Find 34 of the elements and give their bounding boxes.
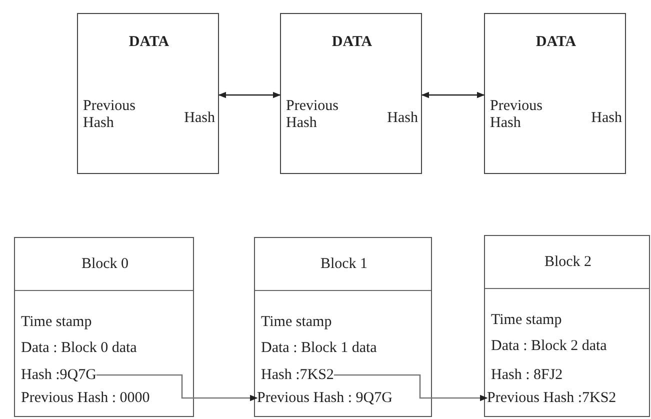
timestamp-field: Time stamp xyxy=(21,314,92,331)
previous-hash-label: Previous Hash xyxy=(490,98,544,132)
previous-hash-label: Previous Hash xyxy=(286,98,340,132)
previous-hash-label: Previous Hash xyxy=(83,98,136,132)
block-title: DATA xyxy=(128,34,170,51)
previous-hash-field: Previous Hash : 0000 xyxy=(21,389,150,407)
timestamp-field: Time stamp xyxy=(261,314,332,331)
block-box xyxy=(484,13,626,174)
block-title: DATA xyxy=(330,34,374,51)
hash-label: Hash xyxy=(183,110,215,127)
block-title: Block 0 xyxy=(80,256,130,273)
arrow xyxy=(421,92,485,98)
arrow xyxy=(218,92,281,98)
block-card xyxy=(14,237,194,417)
hash-field: Hash : 8FJ2 xyxy=(491,366,563,384)
previous-hash-field: Previous Hash : 9Q7G xyxy=(257,389,392,407)
hash-field: Hash :9Q7G xyxy=(21,366,96,384)
hash-label: Hash xyxy=(590,110,622,127)
data-field: Data : Block 0 data xyxy=(21,340,137,357)
hash-label: Hash xyxy=(386,110,418,127)
block-card xyxy=(254,237,432,417)
timestamp-field: Time stamp xyxy=(491,312,562,329)
block-card xyxy=(484,235,650,417)
block-title: DATA xyxy=(534,34,578,51)
block-box xyxy=(77,13,219,174)
data-field: Data : Block 1 data xyxy=(261,340,377,357)
data-field: Data : Block 2 data xyxy=(491,338,607,355)
block-title: Block 1 xyxy=(319,256,369,273)
arrow xyxy=(96,374,258,402)
arrow xyxy=(334,374,488,402)
block-title: Block 2 xyxy=(543,254,593,271)
previous-hash-field: Previous Hash :7KS2 xyxy=(487,389,616,407)
block-box xyxy=(280,13,422,174)
hash-field: Hash :7KS2 xyxy=(261,366,334,384)
